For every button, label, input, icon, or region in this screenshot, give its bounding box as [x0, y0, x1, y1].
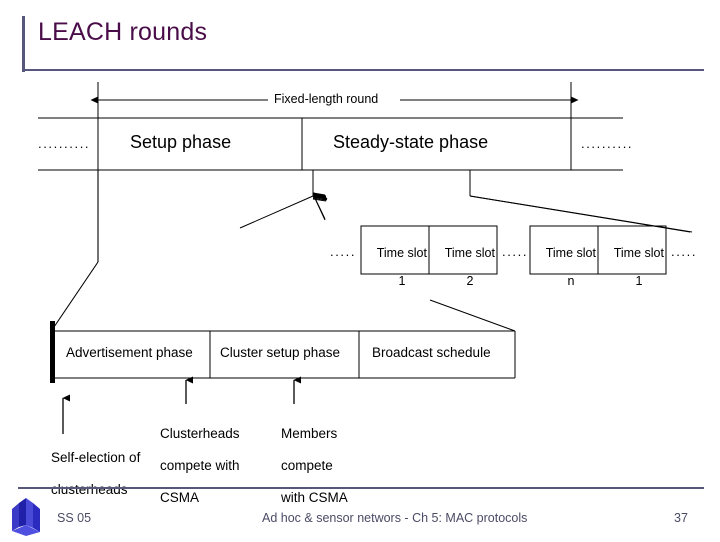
- setup-phase-label: Setup phase: [130, 132, 232, 152]
- time-slot-2a: Time slot 2: [429, 232, 497, 302]
- time-slot-n: Time slot n: [530, 232, 598, 302]
- annotation-clusterheads-csma-line2: compete with: [160, 458, 240, 473]
- time-slot-1a-line1: Time slot: [376, 246, 427, 260]
- footer-page-number: 37: [674, 511, 688, 525]
- subphase-boxes: [53, 330, 516, 379]
- annotation-clusterheads-csma: Clusterheads compete with CSMA: [145, 410, 240, 522]
- steady-state-phase-label: Steady-state phase: [333, 132, 489, 152]
- setup-connector: [53, 170, 99, 328]
- slot-group-1-lead-ellipsis: .....: [330, 244, 357, 259]
- annotation-self-election: Self-election of clusterheads: [36, 434, 140, 514]
- time-slot-n-line2: n: [567, 274, 575, 288]
- time-slot-1a: Time slot 1: [361, 232, 429, 302]
- page-title: LEACH rounds: [38, 18, 208, 46]
- footer-left-text: SS 05: [57, 511, 92, 525]
- title-accent-bar: [22, 16, 25, 72]
- annotation-arrows: [62, 376, 301, 434]
- annotation-members-csma-line3: with CSMA: [281, 490, 348, 505]
- slot-group-2-trail-ellipsis: .....: [671, 244, 698, 259]
- slot-connectors: [239, 170, 693, 233]
- annotation-clusterheads-csma-line3: CSMA: [160, 490, 200, 505]
- annotation-clusterheads-csma-line1: Clusterheads: [160, 426, 240, 441]
- left-ellipsis: ..........: [38, 136, 91, 151]
- time-slot-1b-line1: Time slot: [613, 246, 664, 260]
- time-slot-1a-line2: 1: [398, 274, 406, 288]
- slot-mid-ellipsis: .....: [502, 244, 529, 259]
- footer-divider: [18, 487, 704, 489]
- annotation-self-election-line2: clusterheads: [51, 482, 128, 497]
- time-slot-2a-line1: Time slot: [444, 246, 495, 260]
- subphase-start-bar: [50, 321, 55, 383]
- annotation-members-csma-line2: compete: [281, 458, 333, 473]
- time-slot-2a-line2: 2: [466, 274, 474, 288]
- university-logo-icon: [6, 495, 50, 537]
- broadcast-schedule-label: Broadcast schedule: [372, 345, 491, 360]
- fixed-length-round-label: Fixed-length round: [274, 92, 379, 106]
- broadcast-connector: [429, 299, 516, 332]
- footer-center-text: Ad hoc & sensor networs - Ch 5: MAC prot…: [262, 511, 528, 525]
- annotation-self-election-line1: Self-election of: [51, 450, 141, 465]
- advertisement-phase-label: Advertisement phase: [66, 345, 193, 360]
- annotation-members-csma: Members compete with CSMA: [266, 410, 348, 522]
- time-slot-boxes: [360, 225, 667, 275]
- cluster-setup-phase-label: Cluster setup phase: [220, 345, 341, 360]
- time-slot-1b: Time slot 1: [598, 232, 666, 302]
- right-ellipsis: ..........: [581, 136, 634, 151]
- title-underline: [22, 69, 704, 71]
- time-slot-n-line1: Time slot: [545, 246, 596, 260]
- time-slot-1b-line2: 1: [635, 274, 643, 288]
- annotation-members-csma-line1: Members: [281, 426, 338, 441]
